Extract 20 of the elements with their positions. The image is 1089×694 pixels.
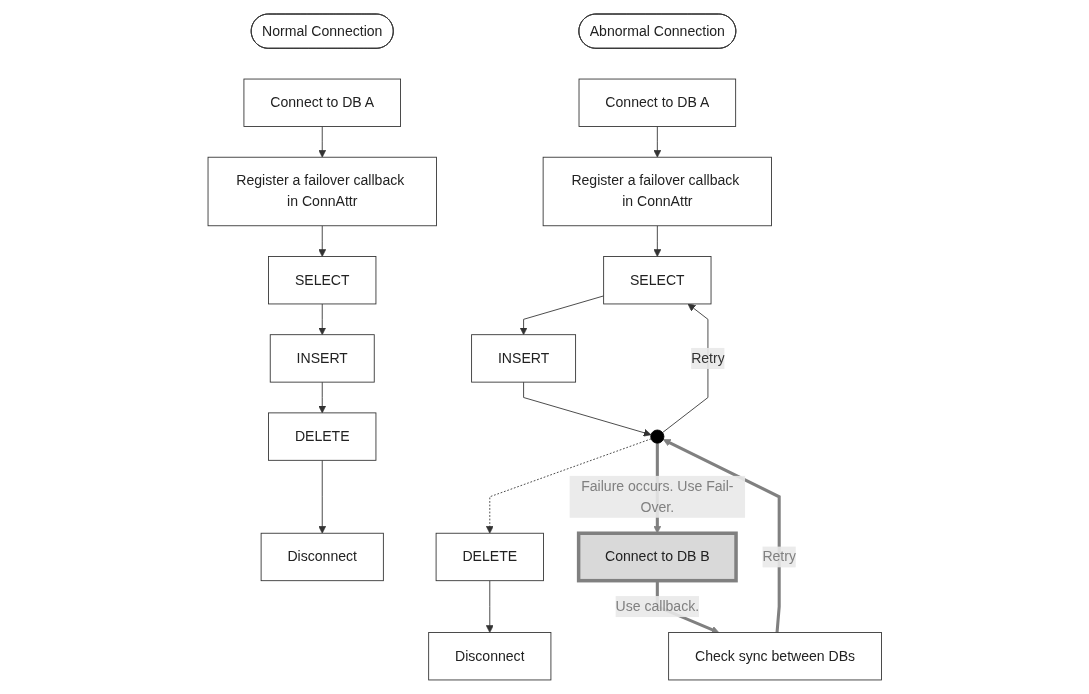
- node-box: Connect to DB B: [576, 531, 738, 583]
- edge-label: Retry: [690, 350, 725, 366]
- node-box: Register a failover callback in ConnAttr: [542, 156, 772, 227]
- node-box: Disconnect: [260, 532, 384, 582]
- node-circle: [650, 429, 665, 444]
- node-box: INSERT: [470, 334, 576, 383]
- edge-label: Retry: [762, 549, 796, 564]
- node-box: DELETE: [435, 532, 544, 582]
- node-box: SELECT: [602, 256, 712, 305]
- edge-label: Failure occurs. Use Fail-Over.: [580, 478, 734, 515]
- node-box: Disconnect: [427, 632, 552, 681]
- node-box: Check sync between DBs: [667, 632, 882, 681]
- node-box: SELECT: [267, 256, 377, 305]
- node-box: DELETE: [267, 412, 377, 461]
- node-box: INSERT: [269, 334, 375, 383]
- arrow: [662, 439, 781, 633]
- edge-label: Use callback.: [615, 598, 699, 614]
- node-box: Register a failover callback in ConnAttr: [207, 156, 437, 227]
- node-box: Connect to DB A: [578, 78, 736, 127]
- node-box: Connect to DB A: [243, 78, 401, 127]
